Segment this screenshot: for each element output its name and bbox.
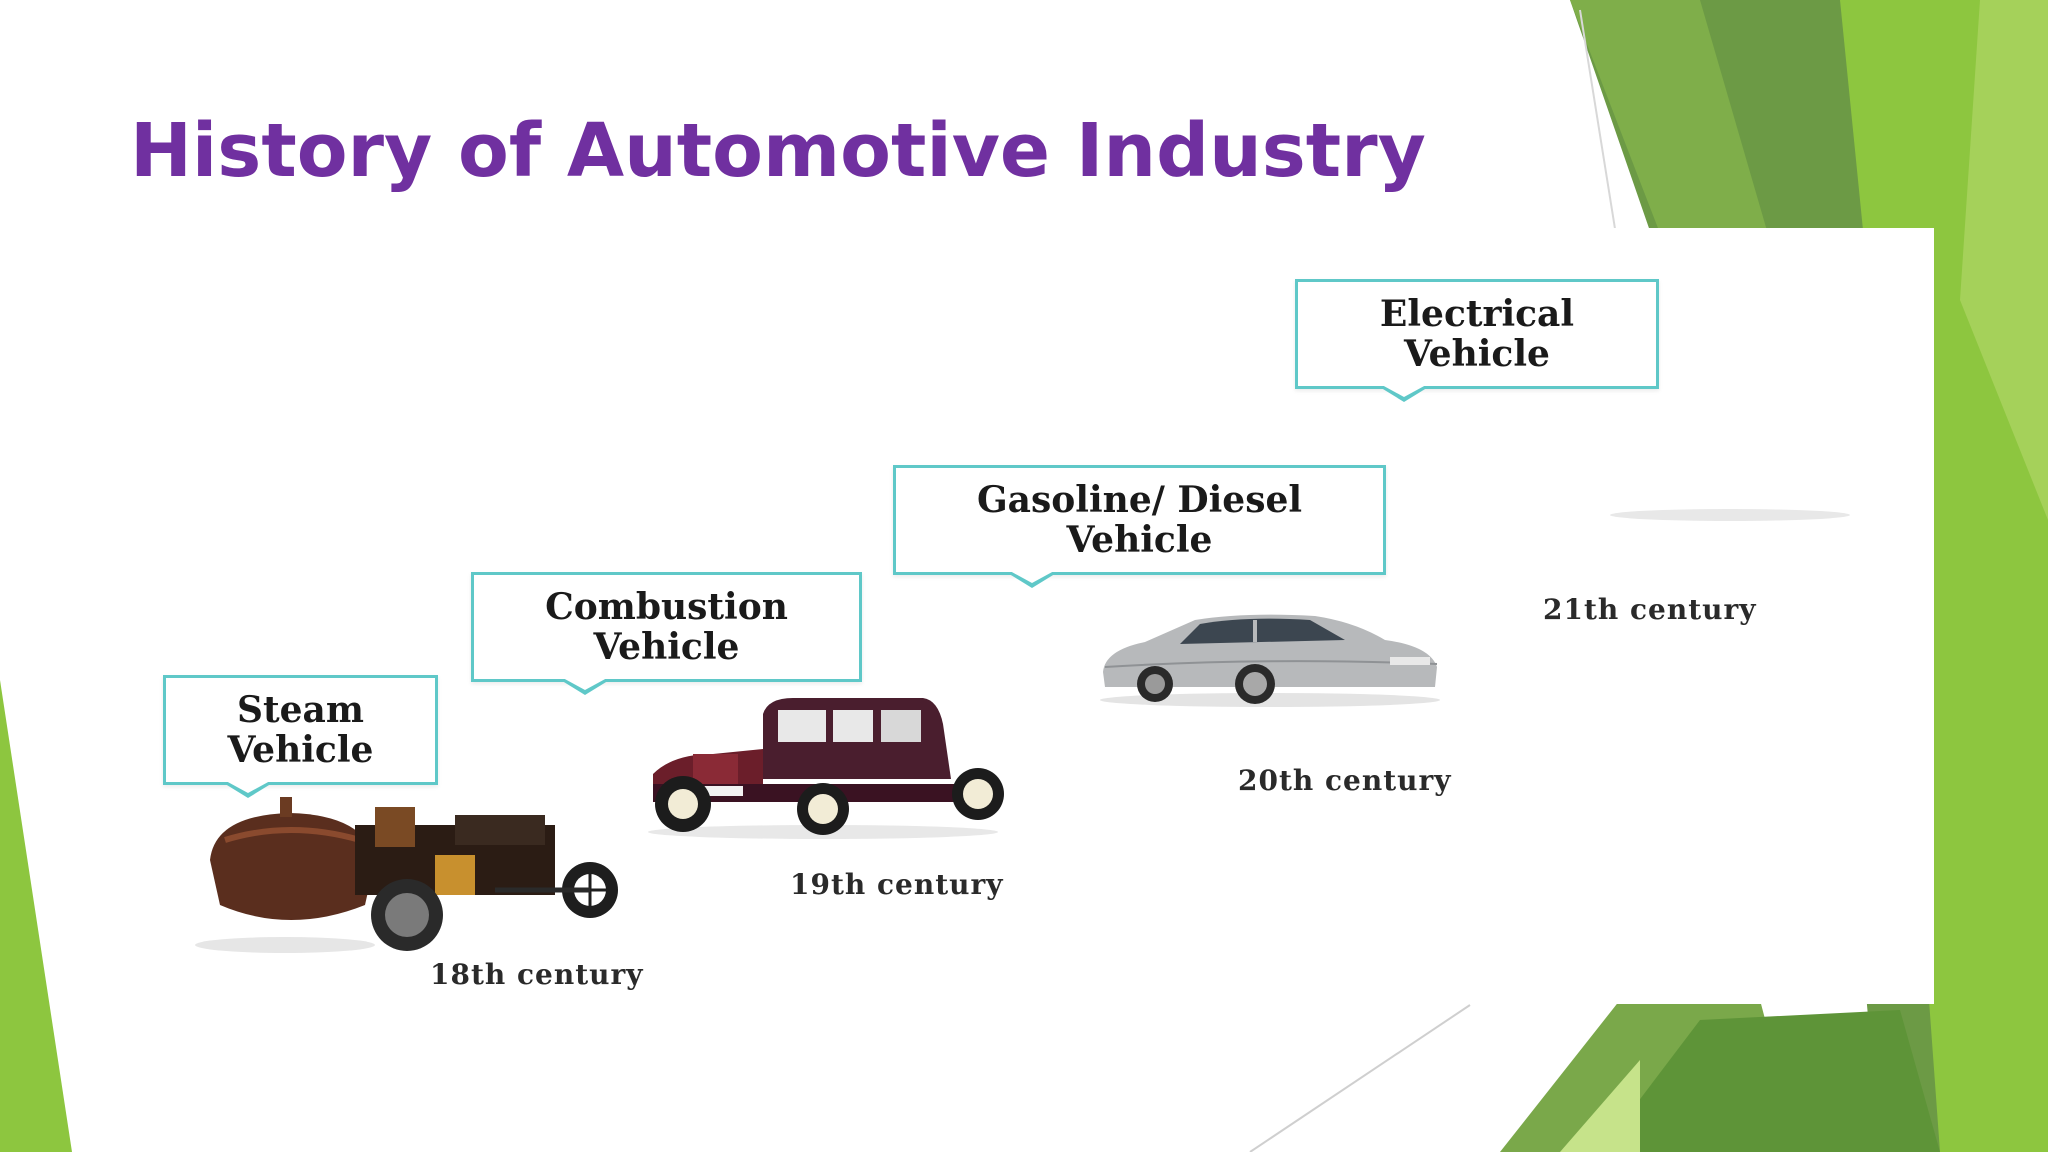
callout-label-line1: Electrical [1379,293,1575,335]
facet-left-green [0,680,72,1152]
callout-combustion-vehicle: Combustion Vehicle [471,572,862,695]
combustion-vehicle-image [648,698,1004,839]
facet-bottom-pale [1560,1060,1640,1152]
callout-label-line2: Vehicle [1066,519,1213,561]
century-label-21th: 21th century [1543,593,1757,626]
decor-line-bottom [1249,1004,1471,1152]
decor-line-top [1579,9,1621,261]
callout-label-line2: Vehicle [1404,333,1550,375]
century-label-20th: 20th century [1238,764,1452,797]
century-label-19th: 19th century [790,868,1004,901]
callout-gasoline-diesel-vehicle: Gasoline/ Diesel Vehicle [893,465,1386,588]
steam-vehicle-image [195,797,618,953]
callout-label-line1: Gasoline/ Diesel [976,479,1303,521]
gasoline-car-image [1100,614,1440,707]
facet-bottom-dark [1600,1010,1940,1152]
callout-label-line2: Vehicle [593,626,740,668]
callout-label-line1: Combustion [545,586,788,628]
electric-car-image [1610,509,1850,521]
callout-label-line2: Vehicle [227,729,374,771]
callout-steam-vehicle: Steam Vehicle [163,675,438,798]
slide-title: History of Automotive Industry [130,108,1426,194]
century-label-18th: 18th century [430,958,644,991]
facet-bright-green [1960,0,2048,520]
callout-label-line1: Steam [237,689,364,731]
callout-electrical-vehicle: Electrical Vehicle [1295,279,1659,402]
